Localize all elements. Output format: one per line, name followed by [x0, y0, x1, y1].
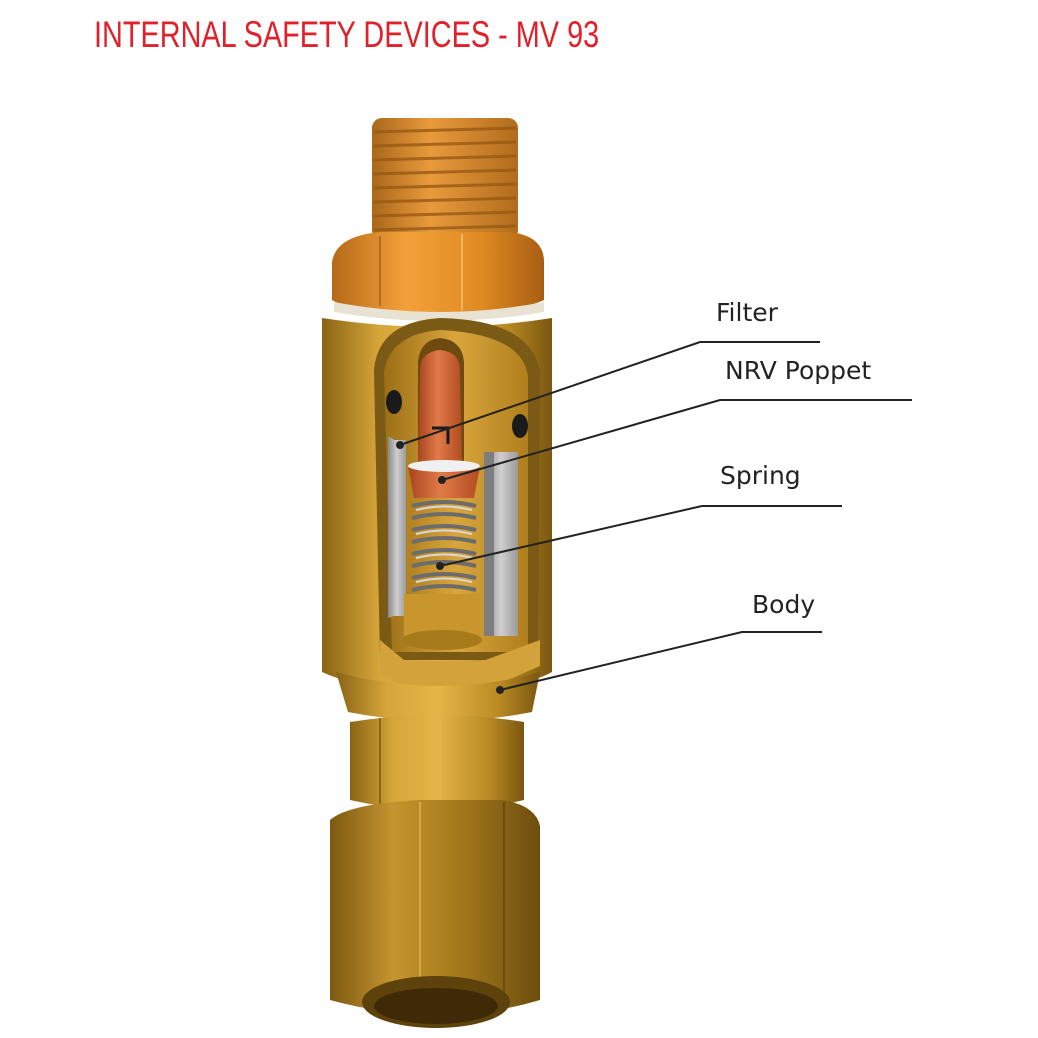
spring	[411, 500, 477, 592]
body-leader-line	[499, 631, 822, 691]
label-body: Body	[752, 590, 816, 619]
top-thread	[372, 118, 518, 240]
bottom-thread-opening	[362, 976, 510, 1028]
lower-seat	[380, 594, 540, 692]
filter-leader-line	[399, 341, 820, 446]
spring-leader-line	[439, 505, 842, 567]
spring-pointer-dot	[436, 562, 444, 570]
leader-lines	[399, 341, 912, 691]
label-filter: Filter	[716, 298, 778, 327]
nrv-poppet-pointer-dot	[438, 476, 446, 484]
leader-endpoints	[396, 441, 504, 694]
filter-pointer-dot	[396, 441, 404, 449]
middle-hex-nut	[350, 715, 524, 812]
body-neck	[336, 672, 540, 721]
spring-highlights	[415, 505, 473, 583]
body-pointer-dot	[496, 686, 504, 694]
label-nrv-poppet: NRV Poppet	[725, 356, 872, 385]
upper-hex-nut	[332, 232, 544, 321]
diagram-title: INTERNAL SAFETY DEVICES - MV 93	[94, 14, 600, 55]
label-spring: Spring	[720, 461, 801, 490]
filter	[388, 436, 518, 636]
nrv-poppet-leader-line	[441, 399, 912, 481]
